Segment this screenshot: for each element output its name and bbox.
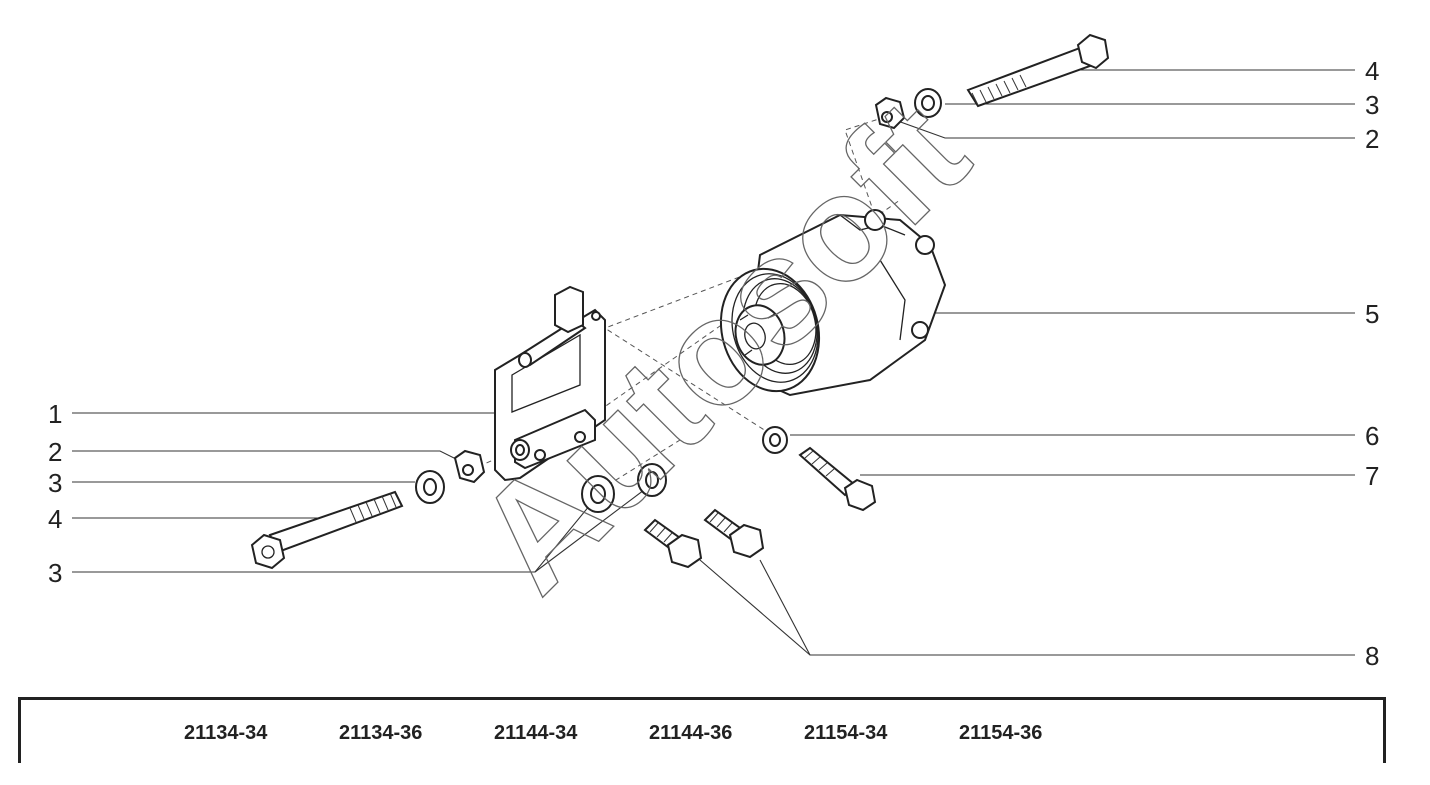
hex-bolt-icon (643, 518, 703, 569)
model-codes-table: 21134-34 21134-36 21144-34 21144-36 2115… (18, 697, 1386, 763)
callout-labels-left: 1 2 3 4 3 (48, 399, 62, 588)
ac-compressor-icon (719, 209, 947, 397)
model-code: 21144-34 (494, 722, 578, 744)
hex-nut-icon (874, 96, 906, 130)
washer-icon (762, 426, 788, 454)
model-codes-list: 21134-34 21134-36 21144-34 21144-36 2115… (184, 722, 1114, 745)
hex-bolt-icon (703, 508, 765, 559)
hex-bolt-icon (250, 490, 404, 570)
callout-3-bottom: 3 (48, 558, 62, 588)
washer-icon (637, 463, 667, 497)
callout-3-left: 3 (48, 468, 62, 498)
washer-icon (415, 470, 445, 504)
callout-5: 5 (1365, 299, 1379, 329)
callout-7: 7 (1365, 461, 1379, 491)
model-code: 21154-36 (959, 722, 1043, 744)
leader-lines-right (699, 69, 1355, 656)
callout-8: 8 (1365, 641, 1379, 671)
model-code: 21154-34 (804, 722, 888, 744)
model-code: 21144-36 (649, 722, 733, 744)
callout-4-top: 4 (1365, 56, 1379, 86)
callout-3-top: 3 (1365, 90, 1379, 120)
mounting-bracket-icon (494, 285, 606, 482)
hex-bolt-icon (798, 446, 877, 512)
hex-nut-icon (453, 449, 486, 484)
model-code: 21134-34 (184, 722, 268, 744)
callout-2-left: 2 (48, 437, 62, 467)
model-code: 21134-36 (339, 722, 423, 744)
callout-4-left: 4 (48, 504, 62, 534)
callout-1: 1 (48, 399, 62, 429)
hex-bolt-icon (966, 33, 1110, 108)
callout-labels-right: 4 3 2 5 6 7 8 (1365, 56, 1379, 671)
leader-lines-left (72, 412, 649, 573)
exploded-parts-diagram: 4 3 2 5 6 7 8 1 2 3 4 3 (48, 33, 1379, 671)
callout-2-top: 2 (1365, 124, 1379, 154)
callout-6: 6 (1365, 421, 1379, 451)
washer-icon (581, 475, 615, 513)
washer-icon (914, 88, 942, 118)
